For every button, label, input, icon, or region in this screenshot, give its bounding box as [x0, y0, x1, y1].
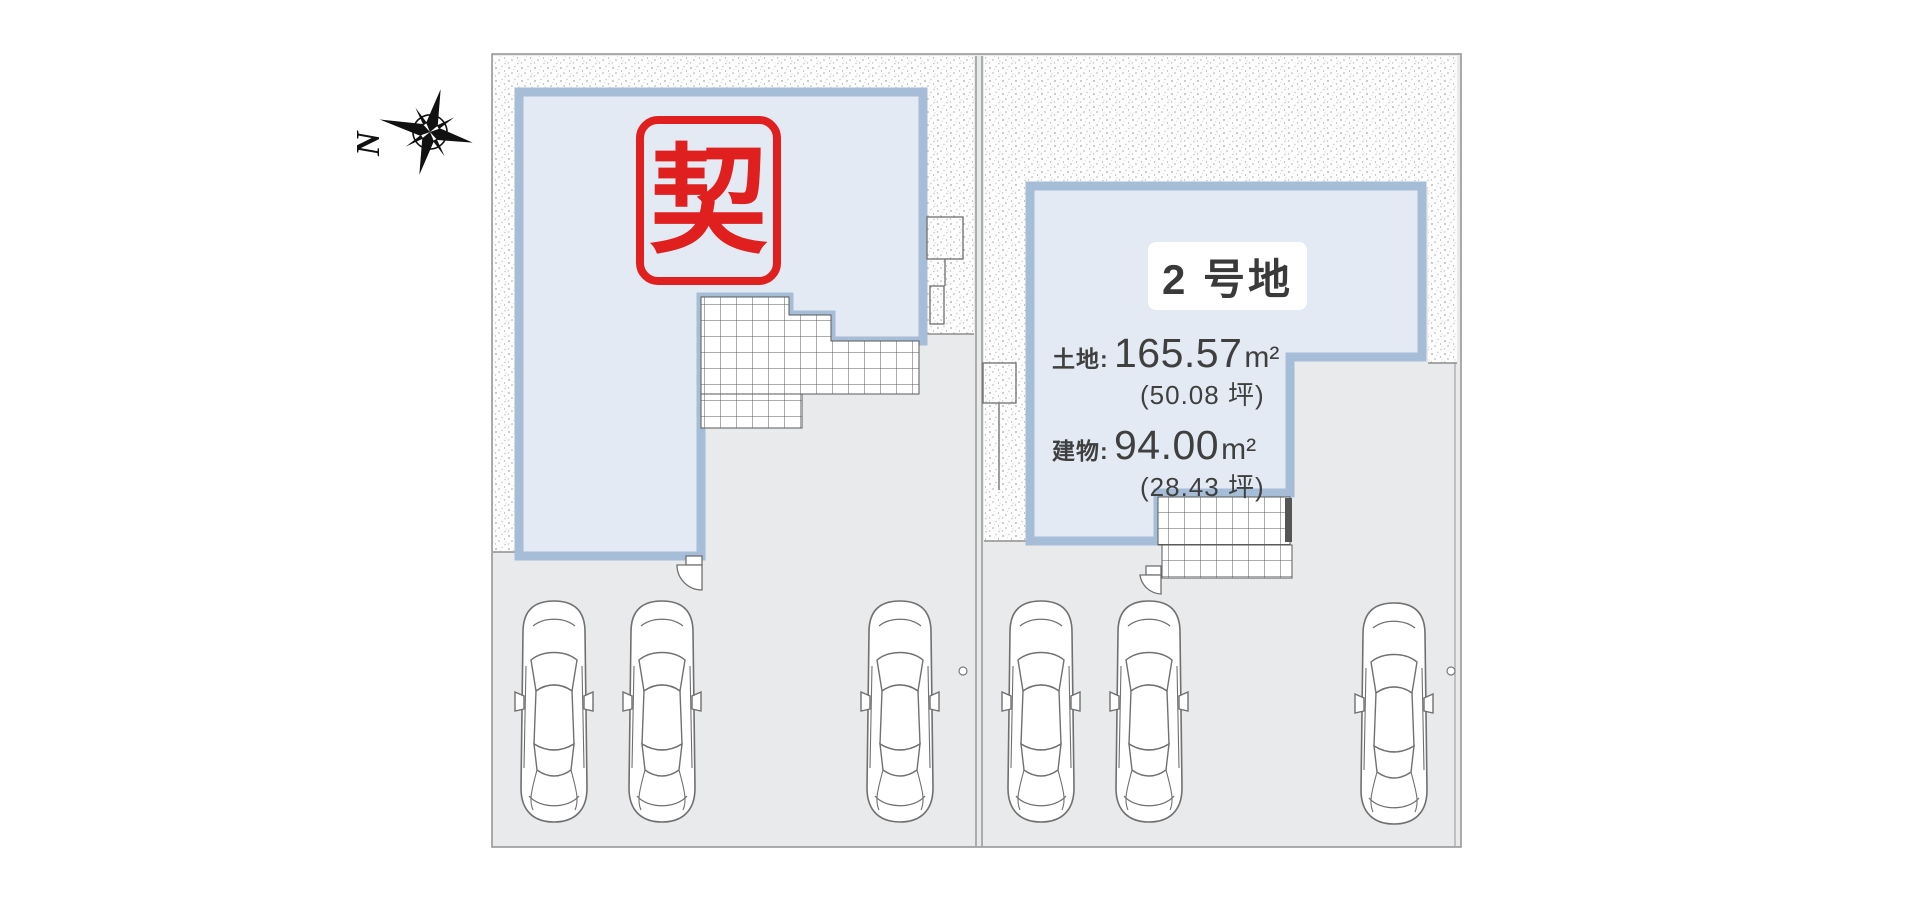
lot2-entrance-door-icon — [1139, 565, 1162, 595]
building-area-unit: m² — [1221, 433, 1257, 466]
lot2-label: 2 号地 — [1148, 242, 1307, 310]
boundary-marker — [1446, 666, 1456, 676]
lot1-entrance-door-icon — [676, 555, 703, 591]
lot1-terrace-grid — [700, 296, 920, 429]
building-area-row: 建物: 94.00 m² — [1052, 422, 1352, 469]
lot-divider-line — [975, 56, 983, 846]
lot2-label-text: 2 号地 — [1161, 255, 1294, 303]
lot2-terrace-grid — [1157, 496, 1293, 579]
building-area-value: 94.00 — [1114, 422, 1220, 468]
land-area-value: 165.57 — [1114, 330, 1243, 376]
land-area-row: 土地: 165.57 m² — [1052, 330, 1352, 377]
car-icon — [1001, 600, 1081, 823]
land-area-tsubo: (50.08 坪) — [1140, 380, 1265, 410]
car-icon — [1354, 602, 1434, 825]
land-area-label: 土地: — [1052, 346, 1109, 372]
sold-stamp-text: 契 — [649, 131, 768, 270]
land-area-unit: m² — [1244, 341, 1280, 374]
car-icon — [1109, 600, 1189, 823]
utility-markers — [926, 216, 1017, 490]
car-icon — [514, 600, 594, 823]
compass-icon — [379, 89, 473, 175]
boundary-marker — [958, 666, 968, 676]
building-area-label: 建物: — [1052, 438, 1109, 464]
lot2-parcel — [1025, 181, 1427, 546]
sold-stamp: 契 — [636, 116, 781, 285]
compass-north-label: N — [350, 131, 387, 156]
lot2-area-info: 土地: 165.57 m² (50.08 坪) 建物: 94.00 m² (28… — [1052, 330, 1352, 514]
car-icon — [860, 600, 940, 823]
building-area-tsubo: (28.43 坪) — [1140, 472, 1265, 502]
car-icon — [622, 600, 702, 823]
